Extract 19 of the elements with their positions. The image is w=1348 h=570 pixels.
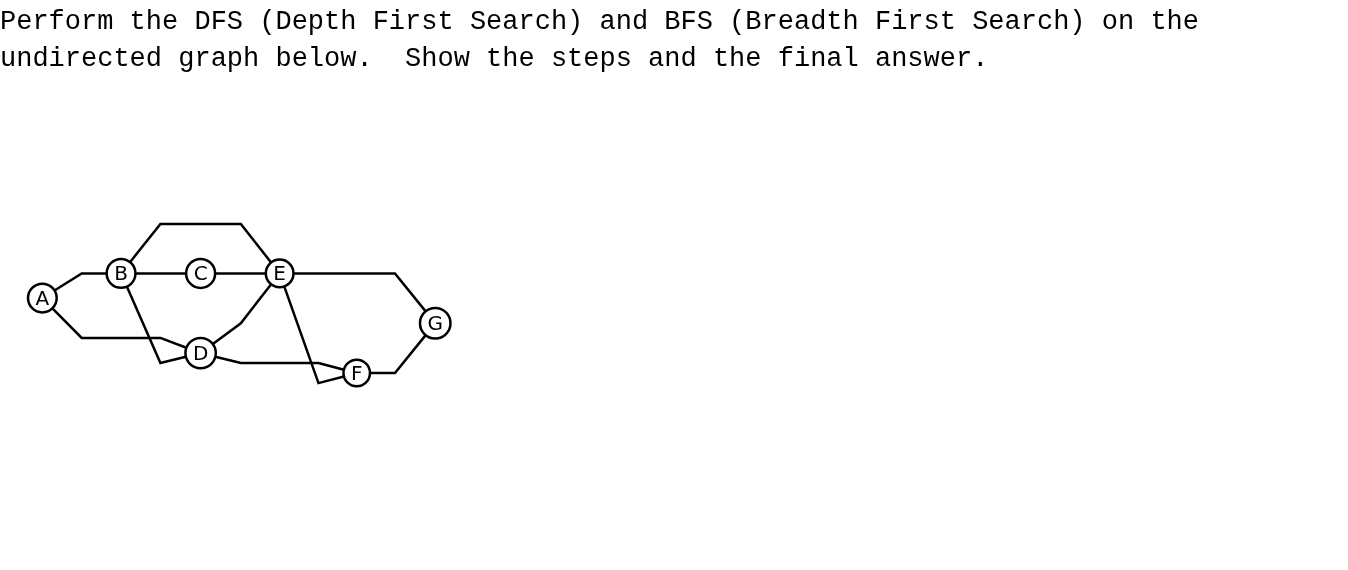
node-circle: B — [105, 257, 137, 289]
connector — [215, 272, 266, 275]
node-circle: G — [418, 306, 452, 340]
connector — [129, 222, 273, 264]
connector — [125, 286, 187, 365]
connector — [215, 355, 345, 371]
node-circle: C — [184, 257, 217, 290]
connector — [212, 283, 273, 346]
question-text: Perform the DFS (Depth First Search) and BFS (Breadth First Search) on the undirected graph below. Show the steps and the final answer. — [0, 6, 1200, 76]
node-circle: A — [26, 282, 58, 314]
node-circle: E — [264, 258, 295, 289]
connector — [51, 307, 187, 349]
connector — [293, 272, 427, 313]
connector — [135, 272, 187, 275]
connector — [53, 272, 107, 292]
node-circle: F — [342, 358, 372, 388]
node-circle: D — [184, 336, 218, 370]
connector — [283, 286, 345, 385]
connector — [370, 334, 427, 375]
